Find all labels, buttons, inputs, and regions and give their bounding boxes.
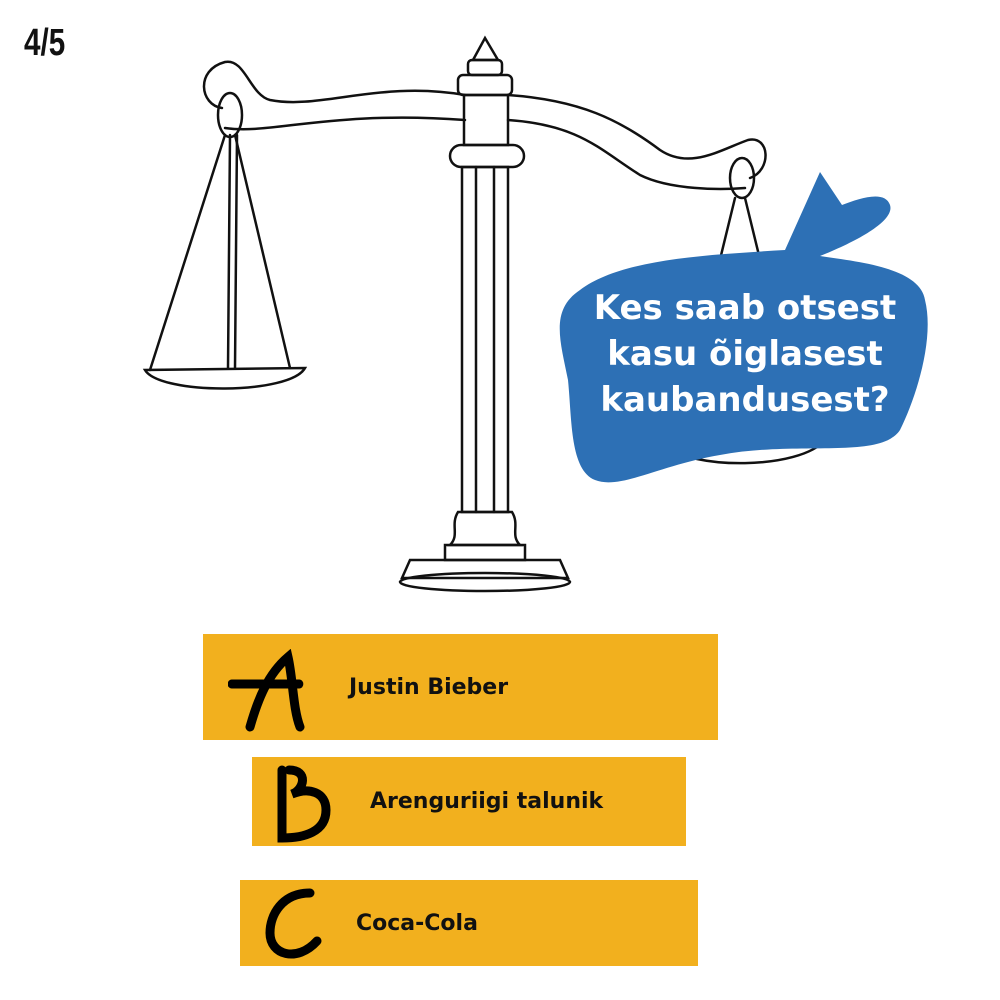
letter-a-icon [228,649,305,732]
option-c-button[interactable]: Coca-Cola [240,880,698,966]
option-a-label: Justin Bieber [349,674,509,700]
option-a-button[interactable]: Justin Bieber [203,634,718,740]
question-counter: 4/5 [24,22,66,64]
letter-c-icon [265,888,322,959]
option-b-button[interactable]: Arenguriigi talunik [252,757,686,846]
option-c-label: Coca-Cola [356,910,478,936]
letter-b-icon [277,765,331,843]
option-b-label: Arenguriigi talunik [370,789,604,814]
question-text: Kes saab otsest kasu õiglasest kaubandus… [593,288,897,420]
